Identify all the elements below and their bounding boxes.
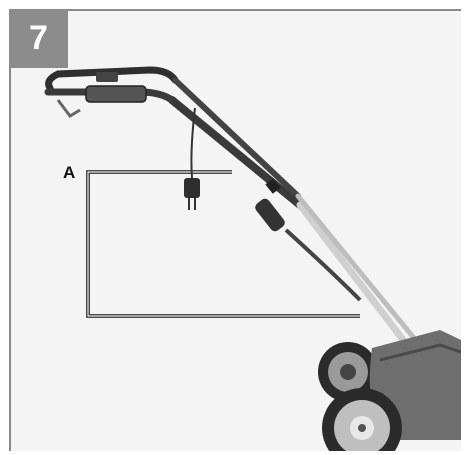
callout-bracket <box>86 170 360 318</box>
handle-tubes <box>168 77 443 379</box>
power-cable <box>184 107 362 302</box>
callout-label-a: A <box>63 163 76 182</box>
figure-number-badge: 7 <box>9 9 68 68</box>
front-wheel <box>322 388 402 455</box>
handle-grip <box>44 66 179 118</box>
rear-wheel <box>318 342 378 402</box>
